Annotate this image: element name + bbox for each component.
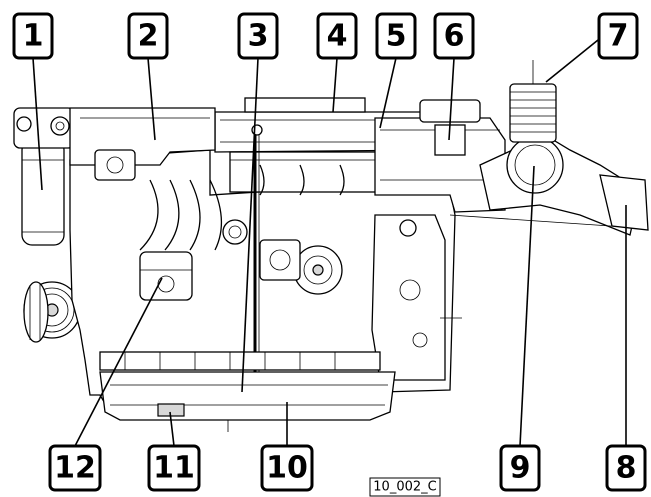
callout-1: 1	[12, 12, 54, 60]
leader-12	[74, 277, 163, 447]
figure-code-label: 10_002_C	[373, 480, 436, 495]
callout-2-label: 2	[138, 19, 159, 54]
callout-11-label: 11	[153, 451, 195, 486]
exhaust-elbow	[599, 174, 649, 231]
intake-housing	[69, 107, 216, 181]
callout-8: 8	[605, 444, 647, 492]
leader-6	[448, 57, 455, 141]
oil-filter	[13, 107, 75, 246]
air-filter	[509, 60, 557, 143]
leader-9	[519, 165, 535, 447]
callout-7: 7	[597, 12, 639, 60]
callout-12-label: 12	[54, 451, 96, 486]
callout-5: 5	[375, 12, 417, 60]
leader-5	[379, 57, 397, 129]
leader-1	[32, 57, 43, 191]
callout-7-label: 7	[608, 19, 629, 54]
leader-11	[169, 411, 175, 447]
bolt-row	[99, 351, 381, 371]
callout-8-label: 8	[616, 451, 637, 486]
callout-10-label: 10	[266, 451, 308, 486]
figure-code: 10_002_C	[369, 477, 441, 497]
callout-9-label: 9	[510, 451, 531, 486]
engine-drawing	[13, 60, 649, 432]
pulley-assembly	[23, 281, 81, 343]
leader-4	[332, 57, 338, 113]
oil-pan	[99, 371, 396, 432]
leader-7	[545, 39, 599, 83]
callout-4-label: 4	[327, 19, 348, 54]
callout-11: 11	[147, 444, 201, 492]
callout-5-label: 5	[386, 19, 407, 54]
callout-6-label: 6	[444, 19, 465, 54]
leader-lines	[32, 39, 627, 447]
callout-2: 2	[127, 12, 169, 60]
leader-3	[241, 57, 259, 393]
callout-10: 10	[260, 444, 314, 492]
callout-12: 12	[48, 444, 102, 492]
leader-2	[147, 57, 156, 141]
starter-component	[139, 251, 193, 301]
callout-4: 4	[316, 12, 358, 60]
callouts: 1 2 3 4 5 6 7 8	[12, 12, 647, 492]
fuel-pump	[222, 219, 343, 295]
turbo-pipe	[449, 134, 641, 236]
callout-3-label: 3	[248, 19, 269, 54]
callout-6: 6	[433, 12, 475, 60]
engine-bracket	[371, 214, 462, 381]
callout-3: 3	[237, 12, 279, 60]
callout-9: 9	[499, 444, 541, 492]
callout-1-label: 1	[23, 19, 44, 54]
